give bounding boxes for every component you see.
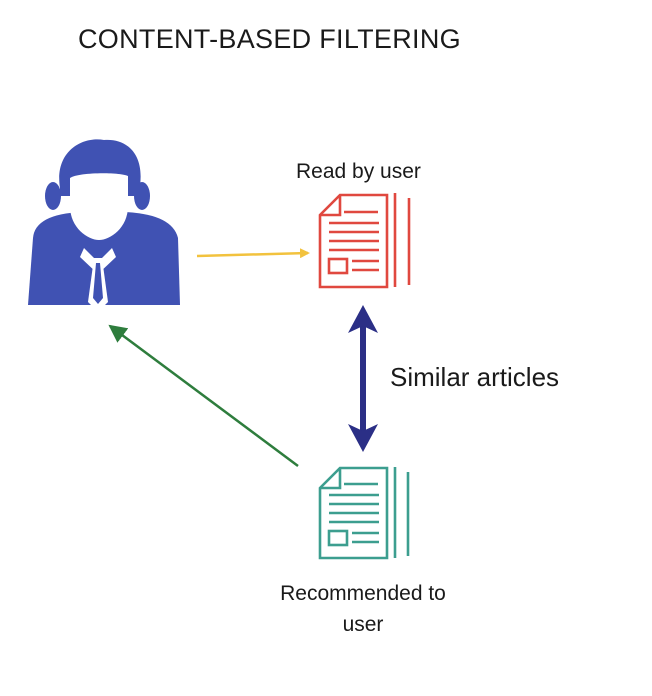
user-to-read-arrow <box>196 248 310 259</box>
similar-articles-label: Similar articles <box>390 362 560 392</box>
read-by-user-label: Read by user <box>296 160 421 183</box>
recommended-to-user-label: Recommended to user <box>280 582 446 636</box>
read-document-icon <box>318 193 411 289</box>
diagram-title: CONTENT-BASED FILTERING <box>78 24 461 54</box>
similarity-arrow <box>348 305 378 452</box>
recommended-document-icon <box>318 466 410 560</box>
user-icon <box>28 139 180 312</box>
recommend-to-user-arrow <box>108 324 299 468</box>
